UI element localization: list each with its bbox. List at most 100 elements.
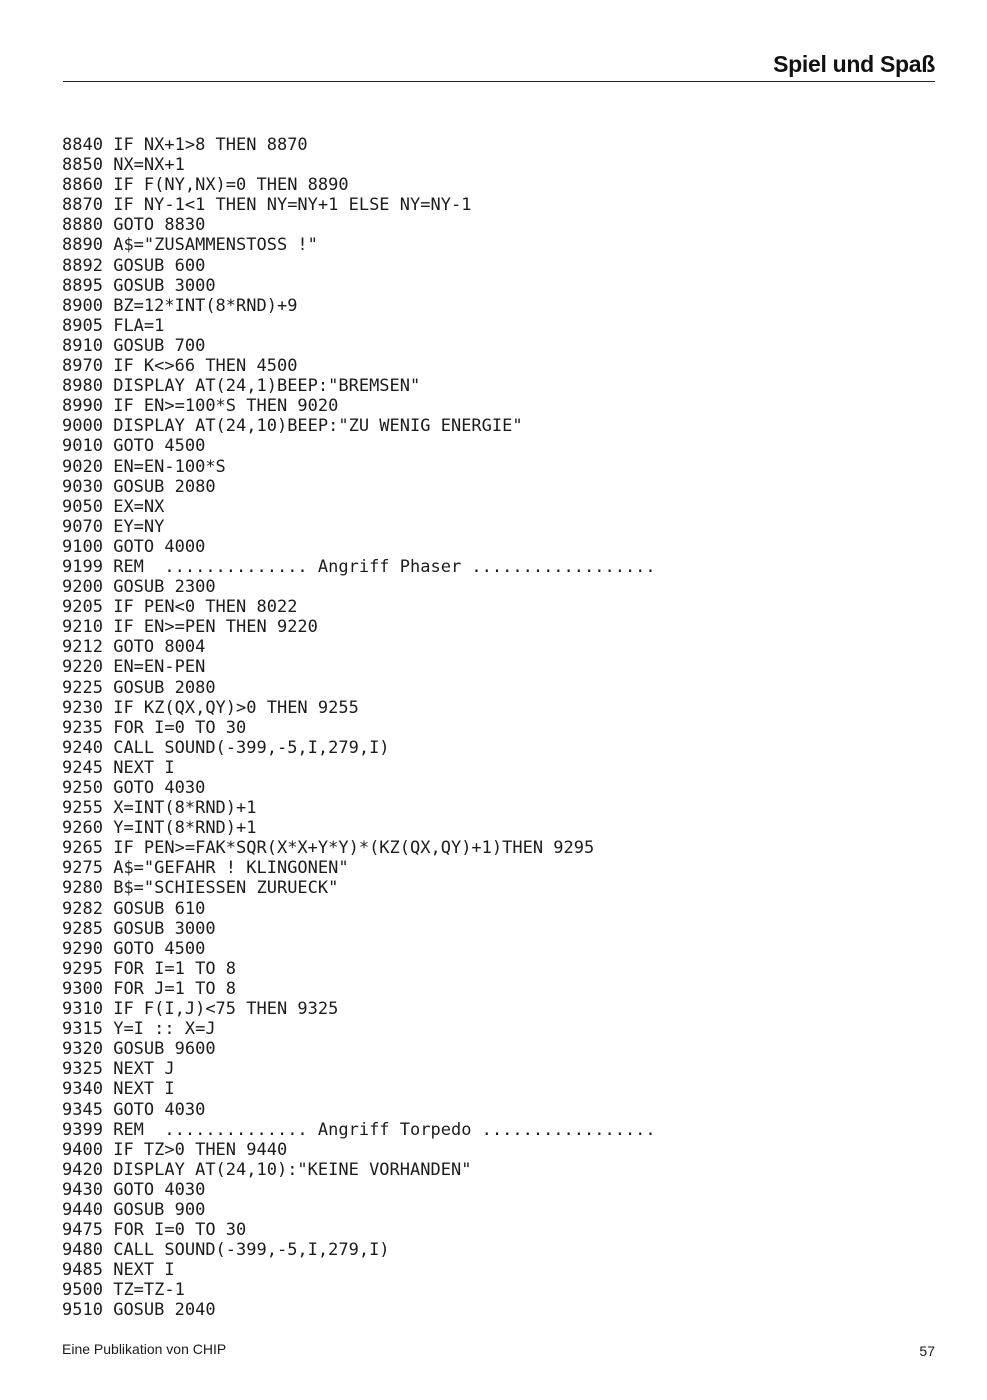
code-line: 8880 GOTO 8830 xyxy=(62,215,942,235)
line-number: 8892 xyxy=(62,255,103,276)
code-line: 9320 GOSUB 9600 xyxy=(62,1039,942,1059)
code-statement: GOSUB 610 xyxy=(113,898,206,919)
line-number: 9235 xyxy=(62,717,103,738)
code-line: 8840 IF NX+1>8 THEN 8870 xyxy=(62,135,942,155)
line-number: 9500 xyxy=(62,1280,103,1301)
code-statement: X=INT(8*RND)+1 xyxy=(113,798,257,819)
code-statement: DISPLAY AT(24,10):"KEINE VORHANDEN" xyxy=(113,1159,472,1180)
code-line: 9475 FOR I=0 TO 30 xyxy=(62,1220,942,1240)
code-statement: IF NX+1>8 THEN 8870 xyxy=(113,135,308,155)
code-line: 9212 GOTO 8004 xyxy=(62,637,942,657)
line-number: 9245 xyxy=(62,757,103,778)
code-statement: GOTO 4030 xyxy=(113,778,206,798)
line-number: 8900 xyxy=(62,295,103,316)
line-number: 9300 xyxy=(62,978,103,999)
code-line: 9510 GOSUB 2040 xyxy=(62,1300,942,1320)
code-statement: GOTO 4030 xyxy=(113,1179,206,1200)
code-line: 9230 IF KZ(QX,QY)>0 THEN 9255 xyxy=(62,698,942,718)
line-number: 9100 xyxy=(62,536,103,557)
line-number: 9275 xyxy=(62,858,103,879)
code-line: 8892 GOSUB 600 xyxy=(62,256,942,276)
line-number: 9315 xyxy=(62,1019,103,1040)
code-statement: EN=EN-PEN xyxy=(113,657,206,678)
code-line: 9440 GOSUB 900 xyxy=(62,1200,942,1220)
line-number: 9225 xyxy=(62,677,103,698)
line-number: 9280 xyxy=(62,878,103,899)
line-number: 9212 xyxy=(62,637,103,658)
code-statement: NEXT I xyxy=(113,1079,175,1100)
code-line: 9310 IF F(I,J)<75 THEN 9325 xyxy=(62,999,942,1019)
code-statement: IF NY-1<1 THEN NY=NY+1 ELSE NY=NY-1 xyxy=(113,195,472,216)
code-statement: FOR J=1 TO 8 xyxy=(113,978,237,999)
code-statement: GOSUB 700 xyxy=(113,335,206,356)
line-number: 8990 xyxy=(62,396,103,417)
publication-credit: Eine Publikation von CHIP xyxy=(62,1341,227,1357)
code-line: 9275 A$="GEFAHR ! KLINGONEN" xyxy=(62,858,942,878)
line-number: 9480 xyxy=(62,1240,103,1261)
code-line: 9260 Y=INT(8*RND)+1 xyxy=(62,818,942,838)
header-divider xyxy=(63,81,935,82)
code-statement: EN=EN-100*S xyxy=(113,456,226,477)
line-number: 9345 xyxy=(62,1099,103,1120)
code-line: 8890 A$="ZUSAMMENSTOSS !" xyxy=(62,235,942,255)
code-line: 9400 IF TZ>0 THEN 9440 xyxy=(62,1140,942,1160)
line-number: 9485 xyxy=(62,1260,103,1281)
code-statement: EY=NY xyxy=(113,516,165,537)
line-number: 9240 xyxy=(62,737,103,758)
code-statement: GOSUB 2040 xyxy=(113,1300,216,1321)
code-statement: FOR I=0 TO 30 xyxy=(113,717,247,738)
code-line: 9010 GOTO 4500 xyxy=(62,436,942,456)
line-number: 9420 xyxy=(62,1159,103,1180)
code-statement: NEXT I xyxy=(113,757,175,778)
code-line: 9000 DISPLAY AT(24,10)BEEP:"ZU WENIG ENE… xyxy=(62,416,942,436)
code-line: 9020 EN=EN-100*S xyxy=(62,457,942,477)
code-statement: GOTO 4500 xyxy=(113,938,206,959)
code-line: 8990 IF EN>=100*S THEN 9020 xyxy=(62,396,942,416)
line-number: 9199 xyxy=(62,556,103,577)
line-number: 9255 xyxy=(62,798,103,819)
code-statement: IF K<>66 THEN 4500 xyxy=(113,356,298,377)
line-number: 8870 xyxy=(62,195,103,216)
line-number: 9000 xyxy=(62,416,103,437)
line-number: 8905 xyxy=(62,315,103,336)
line-number: 8895 xyxy=(62,275,103,296)
line-number: 9030 xyxy=(62,476,103,497)
code-statement: IF F(NY,NX)=0 THEN 8890 xyxy=(113,175,349,196)
code-statement: REM .............. Angriff Phaser ......… xyxy=(113,556,656,577)
code-statement: CALL SOUND(-399,-5,I,279,I) xyxy=(113,1240,390,1261)
code-statement: GOSUB 2080 xyxy=(113,677,216,698)
code-statement: TZ=TZ-1 xyxy=(113,1280,185,1301)
code-line: 8860 IF F(NY,NX)=0 THEN 8890 xyxy=(62,175,942,195)
code-line: 9030 GOSUB 2080 xyxy=(62,477,942,497)
code-statement: IF PEN>=FAK*SQR(X*X+Y*Y)*(KZ(QX,QY)+1)TH… xyxy=(113,838,595,859)
code-line: 9250 GOTO 4030 xyxy=(62,778,942,798)
code-line: 9282 GOSUB 610 xyxy=(62,899,942,919)
line-number: 9310 xyxy=(62,999,103,1020)
code-statement: A$="GEFAHR ! KLINGONEN" xyxy=(113,858,349,879)
code-statement: GOSUB 2300 xyxy=(113,577,216,598)
code-line: 9399 REM .............. Angriff Torpedo … xyxy=(62,1120,942,1140)
code-statement: NEXT I xyxy=(113,1260,175,1281)
code-statement: FOR I=1 TO 8 xyxy=(113,958,237,979)
code-statement: DISPLAY AT(24,10)BEEP:"ZU WENIG ENERGIE" xyxy=(113,416,523,437)
code-line: 9070 EY=NY xyxy=(62,517,942,537)
code-statement: GOTO 8004 xyxy=(113,637,206,658)
code-statement: GOTO 4000 xyxy=(113,536,206,557)
line-number: 9200 xyxy=(62,577,103,598)
code-line: 9280 B$="SCHIESSEN ZURUECK" xyxy=(62,878,942,898)
line-number: 9050 xyxy=(62,496,103,517)
line-number: 9020 xyxy=(62,456,103,477)
code-statement: Y=I :: X=J xyxy=(113,1019,216,1040)
line-number: 8850 xyxy=(62,155,103,176)
code-line: 9325 NEXT J xyxy=(62,1059,942,1079)
line-number: 9400 xyxy=(62,1139,103,1160)
code-statement: NX=NX+1 xyxy=(113,155,185,176)
code-statement: IF KZ(QX,QY)>0 THEN 9255 xyxy=(113,697,359,718)
code-statement: DISPLAY AT(24,1)BEEP:"BREMSEN" xyxy=(113,376,421,397)
code-line: 9240 CALL SOUND(-399,-5,I,279,I) xyxy=(62,738,942,758)
code-statement: IF PEN<0 THEN 8022 xyxy=(113,597,298,618)
code-statement: GOTO 8830 xyxy=(113,215,206,236)
line-number: 9320 xyxy=(62,1039,103,1060)
code-line: 9205 IF PEN<0 THEN 8022 xyxy=(62,597,942,617)
code-statement: A$="ZUSAMMENSTOSS !" xyxy=(113,235,318,256)
